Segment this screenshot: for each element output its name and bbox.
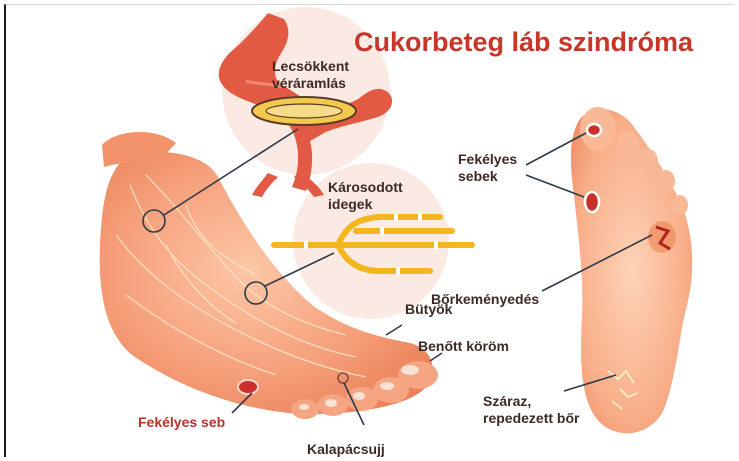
label-reduced-blood-flow: Lecsökkent véráramlás [272, 58, 349, 92]
page-title: Cukorbeteg láb szindróma [354, 27, 693, 58]
label-ingrown-nail: Benőtt köröm [418, 338, 509, 355]
label-dry-cracked-skin: Száraz, repedezett bőr [483, 393, 579, 427]
label-ulcer-foot: Fekélyes seb [138, 414, 225, 431]
sole-ulcer-toe [587, 124, 601, 136]
callus-mark [648, 221, 676, 253]
illustration-frame: Cukorbeteg láb szindróma Lecsökkent vérá… [4, 4, 734, 457]
diabetic-foot-illustration [6, 5, 734, 457]
sole-foot [571, 107, 692, 433]
toenail [299, 404, 309, 410]
toenail [353, 392, 365, 400]
sole-ulcer-midfoot [585, 192, 599, 212]
toenail [401, 365, 419, 375]
toenail [325, 399, 337, 407]
label-hammer-toe: Kalapácsujj [307, 441, 385, 457]
toenail [380, 382, 394, 390]
label-bunions: Bütyök [405, 301, 452, 318]
foot-ulcer-mark [238, 380, 258, 394]
label-ulcers-sole: Fekélyes sebek [458, 151, 517, 185]
label-damaged-nerves: Károsodott idegek [328, 179, 403, 213]
